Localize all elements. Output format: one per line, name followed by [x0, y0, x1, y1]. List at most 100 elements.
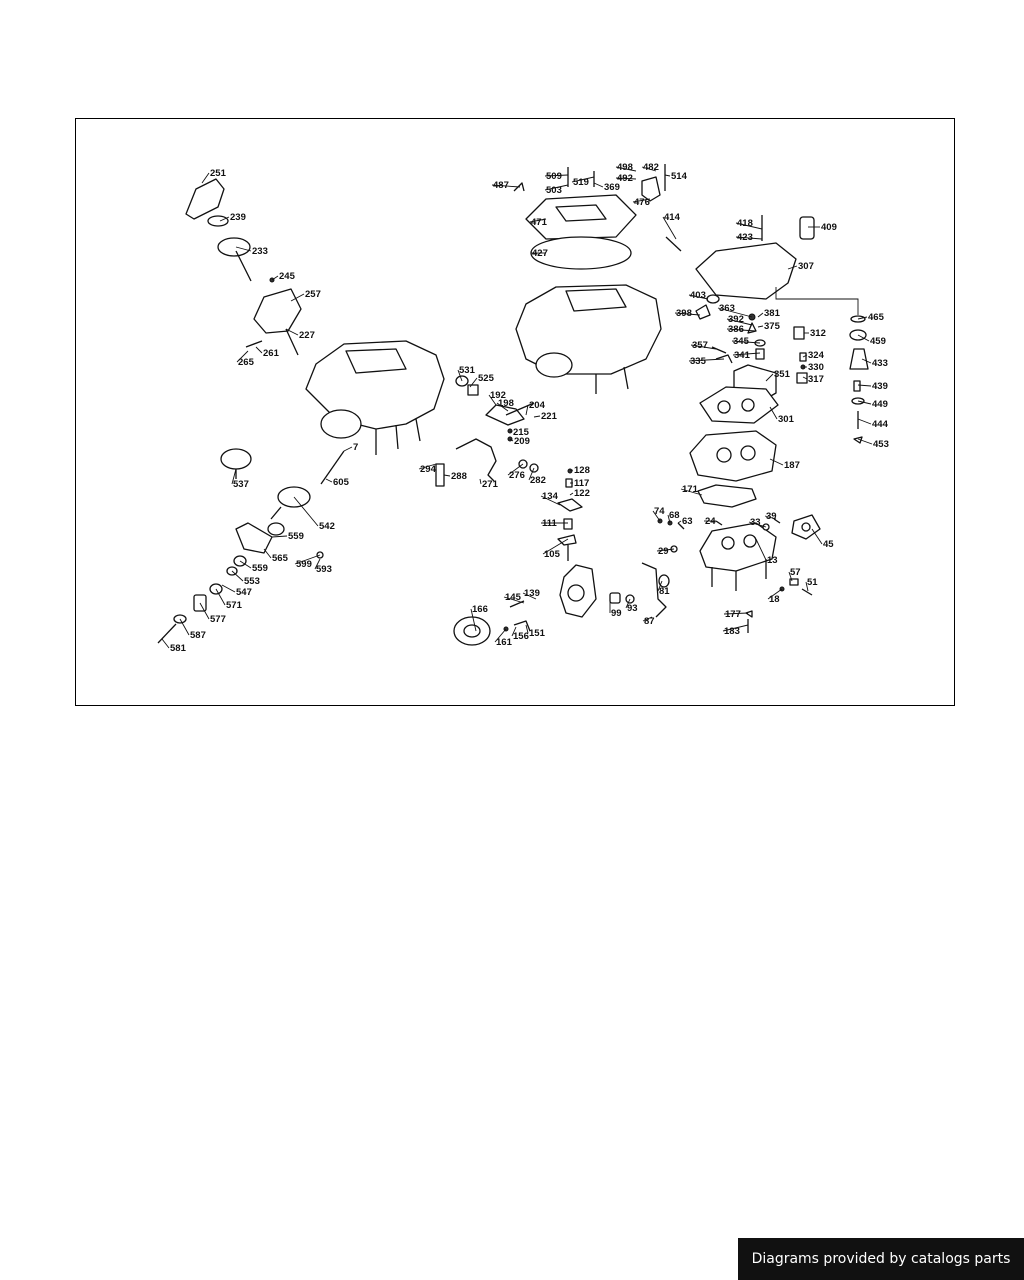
part-callout-423: 423	[737, 232, 753, 243]
part-callout-509: 509	[546, 171, 562, 182]
part-callout-156: 156	[513, 631, 529, 642]
leader-line-559	[239, 560, 252, 569]
part-callout-341: 341	[734, 350, 751, 361]
part-callout-183: 183	[724, 626, 740, 637]
leader-line-204	[525, 404, 529, 416]
part-callout-581: 581	[170, 643, 187, 654]
leader-line-482	[641, 166, 657, 172]
part-callout-427: 427	[532, 248, 548, 259]
diagram-credit-banner: Diagrams provided by catalogs parts	[738, 1238, 1024, 1280]
part-callout-145: 145	[505, 592, 522, 603]
part-callout-465: 465	[868, 312, 885, 323]
part-callout-492: 492	[617, 173, 633, 184]
leader-line-476	[632, 198, 651, 203]
leader-line-553	[231, 570, 244, 582]
leader-line-514	[664, 174, 671, 177]
leader-line-45	[811, 528, 823, 545]
part-callout-433: 433	[872, 358, 888, 369]
leader-line-547	[221, 584, 236, 593]
leader-line-492	[615, 177, 637, 180]
part-callout-99: 99	[611, 608, 622, 619]
leader-line-156	[511, 626, 517, 637]
part-callout-209: 209	[514, 436, 530, 447]
part-drawings-bottom	[453, 562, 670, 646]
leader-line-487	[491, 184, 521, 188]
leader-line-227	[285, 328, 299, 336]
leader-line-453	[857, 438, 873, 445]
leader-line-105	[542, 538, 569, 555]
part-callout-593: 593	[316, 564, 332, 575]
leader-line-282	[528, 467, 535, 481]
credit-text: Diagrams provided by catalogs parts	[751, 1251, 1011, 1267]
part-callout-261: 261	[263, 348, 280, 359]
part-callout-111: 111	[542, 518, 558, 529]
leader-line-498	[615, 166, 637, 172]
leader-line-307	[787, 265, 798, 270]
leader-line-519	[571, 176, 595, 183]
part-callout-381: 381	[764, 308, 781, 319]
part-callout-312: 312	[810, 328, 826, 339]
part-callout-317: 317	[808, 374, 824, 385]
part-callout-531: 531	[459, 365, 476, 376]
part-callout-251: 251	[210, 168, 227, 179]
part-callout-398: 398	[676, 308, 692, 319]
leader-line-294	[418, 463, 437, 470]
part-callout-233: 233	[252, 246, 268, 257]
leader-line-29	[656, 548, 675, 552]
part-callout-187: 187	[784, 460, 800, 471]
leader-line-537	[231, 468, 237, 485]
leader-line-74	[652, 510, 661, 522]
leader-line-39	[764, 515, 777, 520]
part-callout-351: 351	[774, 369, 791, 380]
leader-line-271	[479, 478, 482, 485]
leader-line-87	[642, 616, 653, 622]
leader-line-386	[726, 328, 757, 332]
part-callout-117: 117	[574, 478, 589, 489]
part-callout-471: 471	[531, 217, 548, 228]
leader-line-335	[688, 358, 725, 362]
leader-line-183	[722, 624, 749, 632]
part-callout-13: 13	[767, 555, 778, 566]
leader-line-444	[857, 418, 872, 425]
part-callout-227: 227	[299, 330, 315, 341]
leader-line-525	[469, 377, 478, 388]
leader-line-18	[767, 588, 783, 600]
leader-line-209	[509, 438, 514, 442]
part-callout-7: 7	[353, 442, 358, 453]
leader-line-571	[215, 588, 226, 606]
part-callout-245: 245	[279, 271, 296, 282]
part-callout-24: 24	[705, 516, 716, 527]
part-callout-122: 122	[574, 488, 590, 499]
part-callout-330: 330	[808, 362, 824, 373]
part-callout-81: 81	[659, 586, 670, 597]
leader-line-81	[657, 580, 663, 592]
leader-line-276	[507, 463, 524, 476]
part-callout-514: 514	[671, 171, 688, 182]
leader-line-471	[529, 218, 547, 223]
part-callout-553: 553	[244, 576, 260, 587]
part-callout-239: 239	[230, 212, 246, 223]
leader-line-145	[503, 596, 525, 604]
leader-line-166	[470, 608, 477, 632]
part-callout-525: 525	[478, 373, 495, 384]
leader-line-418	[735, 222, 763, 230]
leader-line-151	[525, 624, 529, 634]
part-callout-547: 547	[236, 587, 252, 598]
leader-line-301	[769, 406, 778, 420]
leader-line-139	[522, 592, 537, 600]
leader-line-403	[688, 294, 709, 300]
leader-line-542	[293, 496, 319, 527]
part-callout-161: 161	[496, 637, 513, 648]
leader-line-381	[757, 312, 764, 318]
part-callout-587: 587	[190, 630, 206, 641]
leader-line-449	[857, 400, 872, 405]
part-callout-257: 257	[305, 289, 321, 300]
part-drawings-left	[157, 178, 445, 644]
leader-line-7	[343, 446, 353, 452]
part-callout-294: 294	[420, 464, 437, 475]
part-callout-18: 18	[769, 594, 780, 605]
leader-line-503	[544, 184, 569, 191]
part-callout-45: 45	[823, 539, 834, 550]
part-callout-409: 409	[821, 222, 837, 233]
